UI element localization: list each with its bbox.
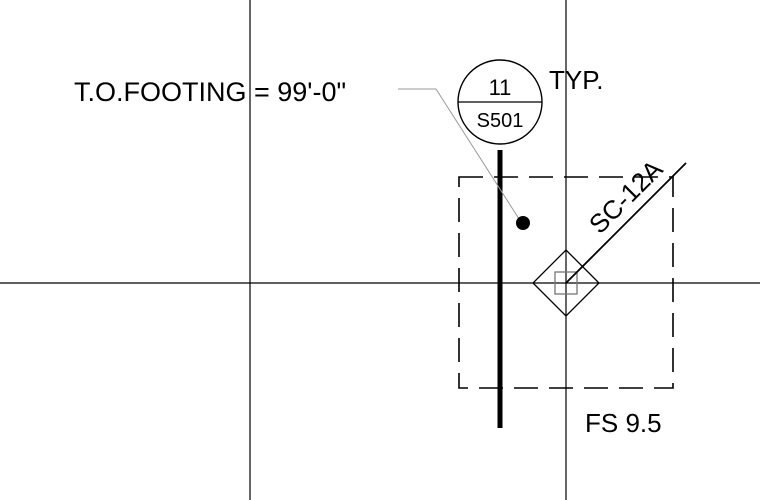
- footing-note-text: T.O.FOOTING = 99'-0": [74, 77, 346, 107]
- column-symbol[interactable]: [532, 249, 600, 317]
- detail-bubble[interactable]: 11 S501: [457, 59, 543, 145]
- footing-tag-text: FS 9.5: [585, 408, 662, 438]
- column-square: [554, 271, 578, 295]
- detail-number-text: 11: [489, 75, 512, 100]
- typical-note-text: TYP.: [549, 65, 603, 95]
- footing-outline: [458, 176, 674, 389]
- column-tag-leader: [565, 162, 687, 284]
- sheet-number-text: S501: [477, 110, 524, 132]
- leader-dot: [516, 216, 530, 230]
- footing-note-leader: [398, 88, 522, 223]
- column-tag-text: SC-12A: [583, 153, 669, 239]
- column-diamond: [532, 249, 600, 317]
